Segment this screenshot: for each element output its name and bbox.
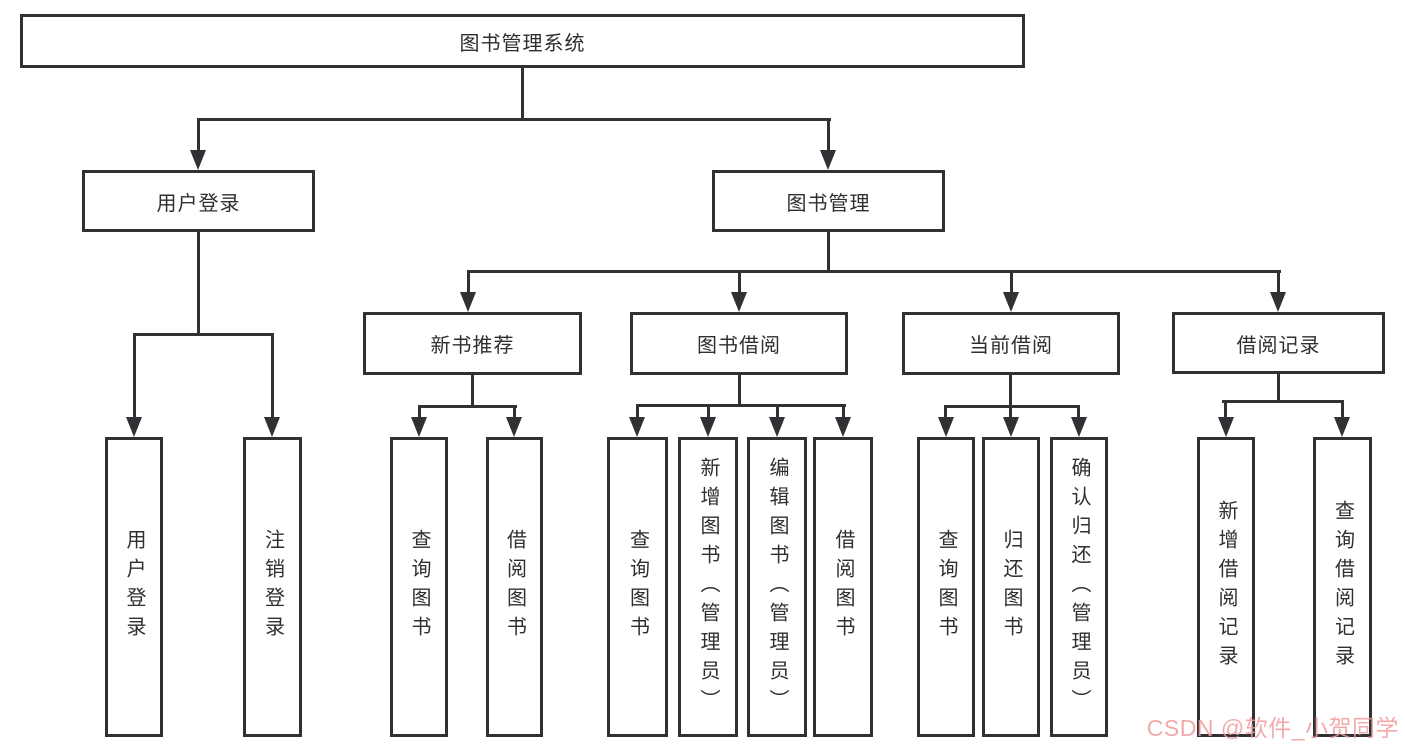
leaf-add-borrow-record-label: 新增借阅记录: [1215, 500, 1237, 674]
connector-to-confirm-return-shaft: [1077, 405, 1080, 419]
arrow-to-current-borrow-icon: [1003, 292, 1019, 312]
node-borrow-record: 借阅记录: [1172, 312, 1385, 374]
leaf-logout-login: 注销登录: [243, 437, 302, 737]
leaf-query-book-borrow: 查询图书: [607, 437, 668, 737]
connector-to-return-book-shaft: [1009, 405, 1012, 419]
connector-book-mgmt-stub: [827, 232, 830, 272]
connector-to-leaf-user-login-shaft: [133, 333, 136, 419]
connector-to-query-book-c-shaft: [944, 405, 947, 419]
connector-to-user-login-shaft: [197, 118, 200, 152]
arrow-to-confirm-return-icon: [1071, 417, 1087, 437]
connector-to-book-mgmt-shaft: [827, 118, 830, 152]
leaf-borrow-book-recommend-label: 借阅图书: [503, 529, 526, 645]
arrow-to-query-book-c-icon: [938, 417, 954, 437]
connector-current-borrow-horizontal: [945, 405, 1080, 408]
connector-root-horizontal: [197, 118, 831, 121]
arrow-to-leaf-user-login-icon: [126, 417, 142, 437]
arrow-to-add-record-icon: [1218, 417, 1234, 437]
connector-to-leaf-logout-shaft: [271, 333, 274, 419]
node-book-borrow-label: 图书借阅: [697, 335, 781, 357]
arrow-to-new-book-icon: [460, 292, 476, 312]
leaf-confirm-return-admin: 确认归还（管理员）: [1050, 437, 1108, 737]
arrow-to-borrow-record-icon: [1270, 292, 1286, 312]
node-book-borrow: 图书借阅: [630, 312, 848, 375]
arrow-to-add-book-icon: [700, 417, 716, 437]
node-book-management-label: 图书管理: [786, 192, 871, 215]
node-book-management: 图书管理: [712, 170, 945, 232]
arrow-to-leaf-logout-icon: [264, 417, 280, 437]
connector-to-add-record-shaft: [1224, 400, 1227, 419]
leaf-query-book-recommend: 查询图书: [390, 437, 448, 737]
node-user-login: 用户登录: [82, 170, 315, 232]
connector-to-add-book-shaft: [707, 404, 710, 419]
connector-to-borrow-book-a-shaft: [513, 405, 516, 419]
arrow-to-query-record-icon: [1334, 417, 1350, 437]
connector-new-book-stub: [471, 375, 474, 407]
leaf-query-borrow-record-label: 查询借阅记录: [1331, 500, 1354, 674]
node-library-system-label: 图书管理系统: [459, 32, 586, 55]
connector-user-login-horizontal: [133, 333, 274, 336]
arrow-to-edit-book-icon: [769, 417, 785, 437]
connector-to-edit-book-shaft: [776, 404, 779, 419]
connector-book-mgmt-horizontal: [467, 270, 1281, 273]
leaf-return-book-label: 归还图书: [1000, 529, 1022, 645]
leaf-query-book-borrow-label: 查询图书: [626, 529, 649, 645]
leaf-borrow-book-b-label: 借阅图书: [832, 529, 854, 645]
arrow-to-borrow-book-a-icon: [506, 417, 522, 437]
connector-to-current-borrow-shaft: [1010, 270, 1013, 294]
node-new-book-recommend: 新书推荐: [363, 312, 582, 375]
leaf-borrow-book-recommend: 借阅图书: [486, 437, 543, 737]
leaf-confirm-return-admin-label: 确认归还（管理员）: [1068, 456, 1090, 718]
connector-book-borrow-horizontal: [636, 404, 846, 407]
leaf-query-borrow-record: 查询借阅记录: [1313, 437, 1372, 737]
connector-to-query-record-shaft: [1341, 400, 1344, 419]
connector-borrow-record-stub: [1277, 374, 1280, 402]
leaf-query-book-recommend-label: 查询图书: [408, 529, 430, 645]
arrow-to-query-book-b-icon: [629, 417, 645, 437]
connector-to-query-book-a-shaft: [418, 405, 421, 419]
connector-new-book-horizontal: [418, 405, 517, 408]
leaf-borrow-book-b: 借阅图书: [813, 437, 873, 737]
node-borrow-record-label: 借阅记录: [1236, 334, 1321, 357]
leaf-add-borrow-record: 新增借阅记录: [1197, 437, 1255, 737]
leaf-return-book: 归还图书: [982, 437, 1040, 737]
arrow-to-return-book-icon: [1003, 417, 1019, 437]
node-new-book-recommend-label: 新书推荐: [430, 335, 515, 357]
arrow-to-user-login-icon: [190, 150, 206, 170]
node-library-system: 图书管理系统: [20, 14, 1025, 68]
leaf-query-book-current-label: 查询图书: [935, 529, 957, 645]
arrow-to-borrow-book-b-icon: [835, 417, 851, 437]
connector-user-login-stub: [197, 232, 200, 335]
connector-to-book-borrow-shaft: [738, 270, 741, 294]
connector-to-query-book-b-shaft: [636, 404, 639, 419]
leaf-user-login: 用户登录: [105, 437, 163, 737]
leaf-user-login-label: 用户登录: [123, 529, 145, 645]
connector-book-borrow-stub: [738, 375, 741, 406]
connector-to-borrow-book-b-shaft: [842, 404, 845, 419]
node-current-borrow-label: 当前借阅: [969, 335, 1053, 357]
leaf-add-book-admin: 新增图书（管理员）: [678, 437, 738, 737]
connector-to-borrow-record-shaft: [1277, 270, 1280, 294]
node-current-borrow: 当前借阅: [902, 312, 1120, 375]
leaf-edit-book-admin-label: 编辑图书（管理员）: [766, 456, 788, 718]
node-user-login-label: 用户登录: [156, 192, 241, 215]
leaf-query-book-current: 查询图书: [917, 437, 975, 737]
arrow-to-query-book-a-icon: [411, 417, 427, 437]
connector-to-new-book-shaft: [467, 270, 470, 294]
arrow-to-book-mgmt-icon: [820, 150, 836, 170]
leaf-add-book-admin-label: 新增图书（管理员）: [697, 456, 719, 718]
connector-root-stub: [521, 68, 524, 121]
connector-borrow-record-horizontal: [1222, 400, 1344, 403]
leaf-edit-book-admin: 编辑图书（管理员）: [747, 437, 807, 737]
arrow-to-book-borrow-icon: [731, 292, 747, 312]
leaf-logout-login-label: 注销登录: [261, 529, 284, 645]
connector-current-borrow-stub: [1009, 375, 1012, 407]
watermark: CSDN @软件_小贺同学: [1146, 715, 1399, 741]
